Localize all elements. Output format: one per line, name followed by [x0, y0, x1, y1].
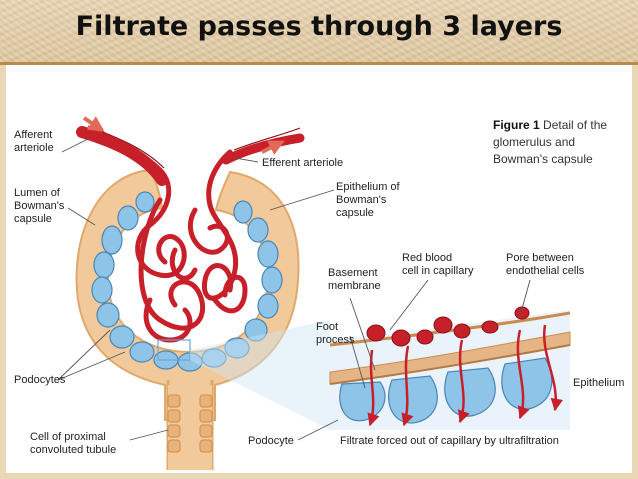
- slide-title: Filtrate passes through 3 layers: [75, 11, 563, 42]
- detail-panel: [329, 306, 571, 430]
- figure-caption-text: Detail of the glomerulus and Bowman's ca…: [493, 118, 608, 166]
- detail-podocyte-cells: [339, 357, 553, 424]
- label-efferent: Efferent arteriole: [262, 157, 343, 169]
- podocyte-ring: [91, 191, 283, 372]
- figure-caption: Figure 1 Detail of the glomerulus and Bo…: [493, 117, 633, 168]
- afferent-arteriole: [76, 126, 168, 186]
- tubule-cells: [167, 394, 213, 453]
- title-divider: [0, 62, 638, 65]
- label-podocyte: Podocyte: [248, 435, 294, 447]
- red-blood-cells: [366, 306, 530, 347]
- label-epithelium: Epithelium: [573, 377, 624, 389]
- leader-lines: [57, 137, 531, 441]
- figure-number: Figure 1: [493, 118, 540, 132]
- zoom-projection: [190, 320, 330, 430]
- outflow-arrow: [261, 140, 285, 155]
- zoom-box: [157, 339, 191, 361]
- label-podocytes: Podocytes: [14, 374, 66, 386]
- label-filtrate: Filtrate forced out of capillary by ultr…: [340, 435, 559, 447]
- title-bar: [0, 0, 638, 62]
- inflow-arrow: [82, 116, 105, 132]
- slide-frame: [0, 65, 638, 479]
- efferent-arteriole: [221, 133, 305, 165]
- basement-membrane: [329, 344, 571, 385]
